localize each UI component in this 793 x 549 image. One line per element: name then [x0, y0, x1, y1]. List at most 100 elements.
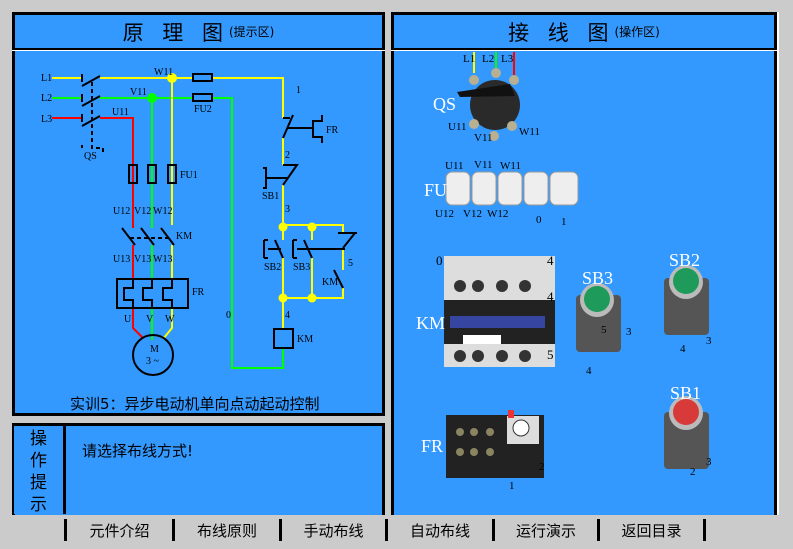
svg-text:U13: U13: [113, 254, 130, 265]
button-sb2[interactable]: [664, 265, 709, 335]
km-terminal-label: 4: [547, 253, 554, 268]
nav-back-to-menu[interactable]: 返回目录: [597, 519, 706, 541]
schematic-subtitle: (提示区): [228, 25, 275, 39]
svg-text:L2: L2: [41, 93, 52, 104]
wiring-title: 接 线 图: [508, 20, 615, 45]
schematic-caption: 实训5：异步电动机单向点动起动控制: [70, 395, 320, 413]
bottom-nav: 元件介绍 布线原则 手动布线 自动布线 运行演示 返回目录: [0, 515, 793, 549]
svg-text:W13: W13: [153, 254, 172, 265]
thermal-relay-fr[interactable]: [446, 410, 544, 478]
svg-text:L3: L3: [41, 114, 52, 125]
sb1-terminal-label: 3: [706, 456, 712, 468]
sb2-terminal-label: 3: [706, 335, 712, 347]
sb1-label: SB1: [670, 383, 702, 403]
qs-terminal-label: L3: [501, 53, 514, 65]
button-sb3[interactable]: [576, 283, 621, 352]
tips-label-char: 示: [30, 495, 47, 514]
fu-label: FU: [424, 180, 448, 200]
svg-text:W12: W12: [153, 206, 172, 217]
fu-terminal-label: 1: [561, 216, 567, 228]
fu-terminal-label: W12: [487, 208, 509, 220]
tips-label-char: 提: [30, 473, 47, 493]
svg-text:FU2: FU2: [194, 104, 212, 115]
qs-terminal-label: W11: [519, 126, 540, 138]
sb1-terminal-label: 2: [690, 466, 696, 478]
wire-u: [132, 245, 144, 339]
contactor-km[interactable]: [444, 256, 555, 367]
fu-terminal-label: 0: [536, 214, 542, 226]
svg-text:V11: V11: [130, 87, 147, 98]
km-terminal-label: 0: [436, 253, 443, 268]
fu-terminal-label: U11: [445, 160, 464, 172]
svg-text:2: 2: [285, 150, 290, 161]
sb3-terminal-label: 4: [586, 365, 592, 377]
svg-text:4: 4: [285, 310, 290, 321]
svg-text:U11: U11: [112, 107, 129, 118]
schematic-labels: L1 L2 L3 W11 V11 U11 FU2 QS FU1 U12 V12 …: [41, 67, 353, 367]
wiring-header: 接 线 图 (操作区): [391, 12, 777, 51]
svg-text:0: 0: [226, 310, 231, 321]
fu-terminal-label: W11: [500, 160, 521, 172]
nav-wiring-rules[interactable]: 布线原则: [172, 519, 279, 541]
nav-component-intro[interactable]: 元件介绍: [64, 519, 172, 541]
km-terminal-label: 4: [547, 289, 554, 304]
fuse-block[interactable]: [445, 171, 579, 206]
qs-switch[interactable]: [457, 52, 520, 141]
svg-text:FU1: FU1: [180, 170, 198, 181]
svg-text:SB3: SB3: [293, 262, 310, 273]
fu-terminal-label: U12: [435, 208, 454, 220]
nav-auto-wiring[interactable]: 自动布线: [385, 519, 492, 541]
wire-l1: [52, 77, 284, 118]
svg-text:5: 5: [348, 258, 353, 269]
fr-terminal-label: 2: [539, 461, 545, 473]
tips-panel: [12, 423, 385, 515]
svg-text:KM: KM: [322, 277, 338, 288]
sb3-terminal-label: 3: [626, 326, 632, 338]
svg-text:QS: QS: [84, 151, 97, 162]
wiring-subtitle: (操作区): [614, 25, 660, 39]
svg-text:W: W: [165, 314, 175, 325]
svg-text:V: V: [146, 314, 154, 325]
sb3-label: SB3: [582, 268, 614, 288]
junction: [167, 73, 177, 83]
svg-text:KM: KM: [176, 231, 192, 242]
nav-manual-wiring[interactable]: 手动布线: [279, 519, 385, 541]
wire-l2: [52, 97, 284, 369]
fu-terminal-label: V11: [474, 159, 493, 171]
nav-run-demo[interactable]: 运行演示: [492, 519, 597, 541]
tips-label: 操 作 提 示: [14, 426, 66, 514]
fr-terminal-label: 1: [509, 480, 515, 492]
km-terminal-label: 5: [547, 347, 554, 362]
svg-text:W11: W11: [154, 67, 173, 78]
svg-text:3 ~: 3 ~: [146, 356, 160, 367]
schematic-header: 原 理 图 (提示区): [12, 12, 385, 51]
tips-label-char: 操: [30, 429, 47, 449]
wire-l3: [52, 117, 134, 228]
svg-text:U12: U12: [113, 206, 130, 217]
svg-text:M: M: [150, 344, 159, 355]
fu-terminal-label: V12: [463, 208, 482, 220]
tips-message: 请选择布线方式!: [82, 442, 194, 460]
qs-terminal-label: U11: [448, 121, 467, 133]
sb2-label: SB2: [669, 250, 701, 270]
svg-text:L1: L1: [41, 73, 52, 84]
svg-text:U: U: [124, 314, 132, 325]
button-sb1[interactable]: [664, 396, 709, 469]
fr-label: FR: [421, 436, 444, 456]
svg-text:1: 1: [296, 85, 301, 96]
tips-label-char: 作: [30, 451, 47, 471]
svg-text:SB1: SB1: [262, 191, 279, 202]
svg-text:V12: V12: [134, 206, 151, 217]
svg-text:FR: FR: [326, 125, 339, 136]
sb3-terminal-label: 5: [601, 324, 607, 336]
wire-w: [162, 78, 173, 340]
qs-terminal-label: V11: [474, 132, 493, 144]
qs-terminal-label: L2: [482, 53, 495, 65]
schematic-title: 原 理 图: [122, 20, 229, 45]
svg-text:KM: KM: [297, 334, 313, 345]
svg-text:V13: V13: [134, 254, 151, 265]
sb2-terminal-label: 4: [680, 343, 686, 355]
svg-text:3: 3: [285, 204, 290, 215]
